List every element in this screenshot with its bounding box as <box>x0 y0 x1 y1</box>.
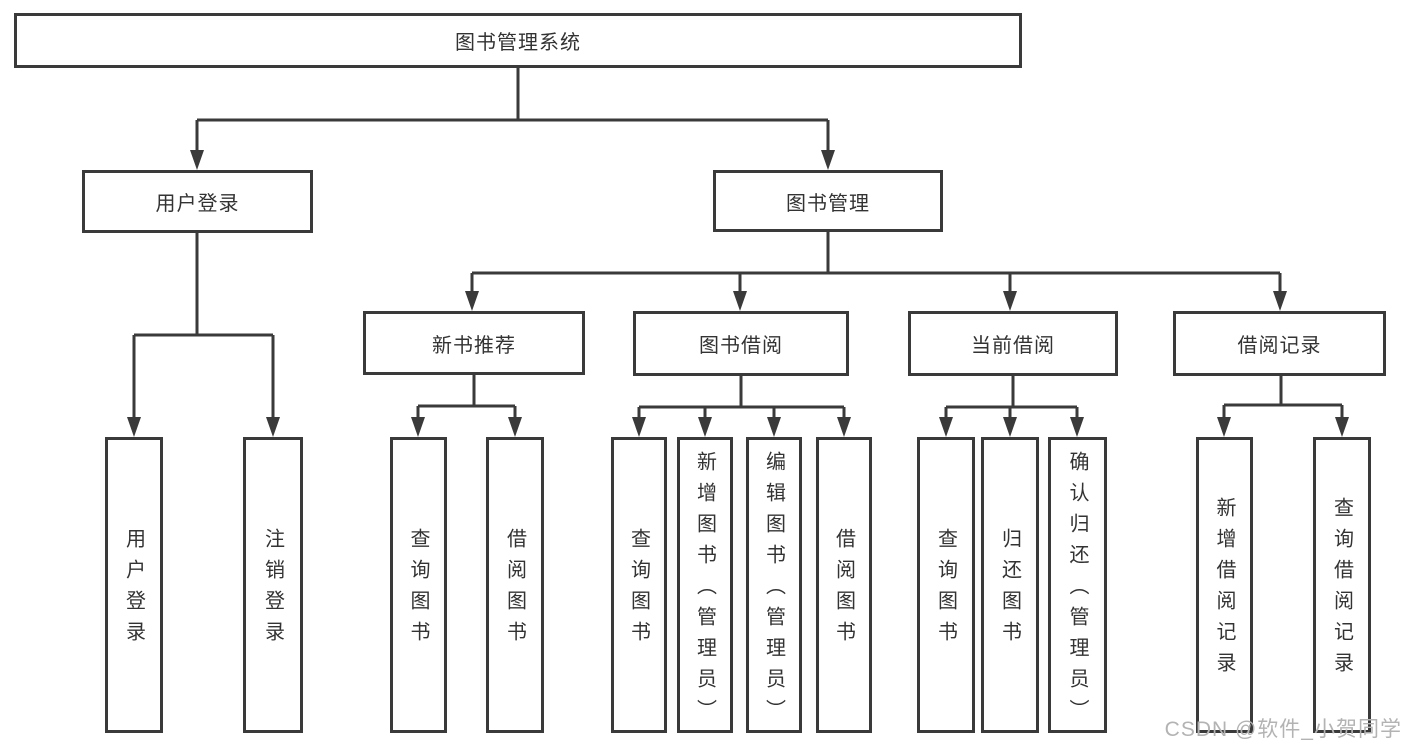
leaf-add-book-admin-label: 新增图书（管理员） <box>693 450 716 730</box>
node-user-login: 用户登录 <box>82 170 313 233</box>
leaf-query-books-recommend-label: 查询图书 <box>407 528 429 652</box>
leaf-add-borrow-record-label: 新增借阅记录 <box>1213 497 1235 683</box>
leaf-return-book: 归还图书 <box>981 437 1039 733</box>
leaf-user-login: 用户登录 <box>105 437 163 733</box>
leaf-query-books-recommend: 查询图书 <box>390 437 447 733</box>
node-root-system: 图书管理系统 <box>14 13 1022 68</box>
leaf-query-borrow-record: 查询借阅记录 <box>1313 437 1371 733</box>
leaf-confirm-return-admin: 确认归还（管理员） <box>1048 437 1107 733</box>
leaf-borrow-books-recommend-label: 借阅图书 <box>503 528 526 652</box>
leaf-query-books-borrow-label: 查询图书 <box>627 528 650 652</box>
leaf-edit-book-admin-label: 编辑图书（管理员） <box>762 450 785 730</box>
leaf-query-books-current: 查询图书 <box>917 437 975 733</box>
leaf-logout: 注销登录 <box>243 437 303 733</box>
leaf-borrow-books-recommend: 借阅图书 <box>486 437 544 733</box>
leaf-query-borrow-record-label: 查询借阅记录 <box>1330 497 1353 683</box>
leaf-borrow-books-label: 借阅图书 <box>832 528 855 652</box>
node-borrow-record: 借阅记录 <box>1173 311 1386 376</box>
leaf-add-book-admin: 新增图书（管理员） <box>677 437 733 733</box>
node-new-book-recommend: 新书推荐 <box>363 311 585 375</box>
leaf-edit-book-admin: 编辑图书（管理员） <box>746 437 802 733</box>
leaf-borrow-books: 借阅图书 <box>816 437 872 733</box>
csdn-watermark: CSDN @软件_小贺同学 <box>1164 718 1402 741</box>
leaf-query-books-current-label: 查询图书 <box>934 528 957 652</box>
node-book-borrow: 图书借阅 <box>633 311 849 376</box>
leaf-query-books-borrow: 查询图书 <box>611 437 667 733</box>
leaf-confirm-return-admin-label: 确认归还（管理员） <box>1066 450 1088 730</box>
node-book-management: 图书管理 <box>713 170 943 232</box>
leaf-user-login-label: 用户登录 <box>122 528 145 652</box>
arrowheads <box>127 150 1349 437</box>
leaf-add-borrow-record: 新增借阅记录 <box>1196 437 1253 733</box>
leaf-logout-label: 注销登录 <box>261 528 284 652</box>
node-current-borrow: 当前借阅 <box>908 311 1118 376</box>
leaf-return-book-label: 归还图书 <box>998 528 1021 652</box>
